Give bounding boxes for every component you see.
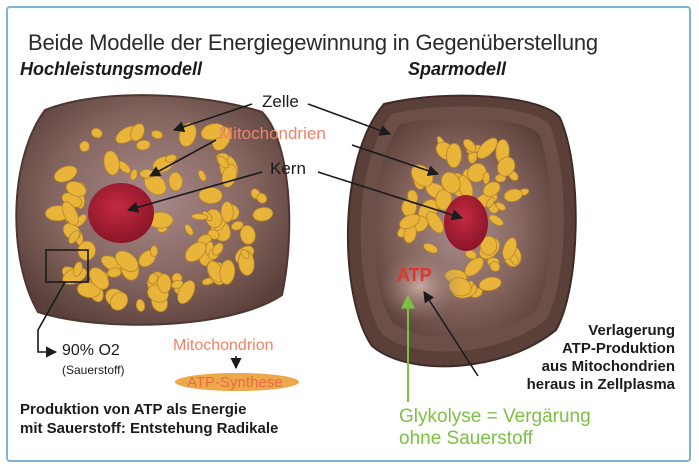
label-mitochondrion: Mitochondrion xyxy=(173,337,274,355)
verlagerung-line-3: aus Mitochondrien xyxy=(527,358,675,376)
produktion-line-2: mit Sauerstoff: Entstehung Radikale xyxy=(20,419,278,438)
mitochondrion-shape xyxy=(221,202,234,223)
left-nucleus xyxy=(88,183,154,243)
mitochondrion-shape xyxy=(150,245,158,256)
right-model-heading: Sparmodell xyxy=(408,59,506,80)
verlagerung-line-2: ATP-Produktion xyxy=(527,340,675,358)
glykolyse-line-1: Glykolyse = Vergärung xyxy=(399,406,591,428)
label-kern: Kern xyxy=(270,159,306,179)
label-mitochondrien: Mitochondrien xyxy=(219,124,326,144)
produktion-line-1: Produktion von ATP als Energie xyxy=(20,400,278,419)
atp-glow xyxy=(378,250,462,322)
right-nucleus xyxy=(444,195,488,251)
verlagerung-line-4: heraus in Zellplasma xyxy=(527,376,675,394)
verlagerung-caption: Verlagerung ATP-Produktion aus Mitochond… xyxy=(527,322,675,394)
diagram-title: Beide Modelle der Energiegewinnung in Ge… xyxy=(28,30,598,56)
label-atp-synthese: ATP-Synthese xyxy=(187,374,283,391)
mitochondrion-shape xyxy=(168,172,182,191)
label-zelle: Zelle xyxy=(262,92,299,112)
label-sauerstoff: (Sauerstoff) xyxy=(62,363,124,377)
produktion-caption: Produktion von ATP als Energie mit Sauer… xyxy=(20,400,278,438)
label-atp: ATP xyxy=(397,265,432,286)
left-model-heading: Hochleistungsmodell xyxy=(20,59,202,80)
verlagerung-line-1: Verlagerung xyxy=(527,322,675,340)
glykolyse-line-2: ohne Sauerstoff xyxy=(399,428,591,450)
label-o2: 90% O2 xyxy=(62,342,120,360)
glykolyse-caption: Glykolyse = Vergärung ohne Sauerstoff xyxy=(399,406,591,450)
